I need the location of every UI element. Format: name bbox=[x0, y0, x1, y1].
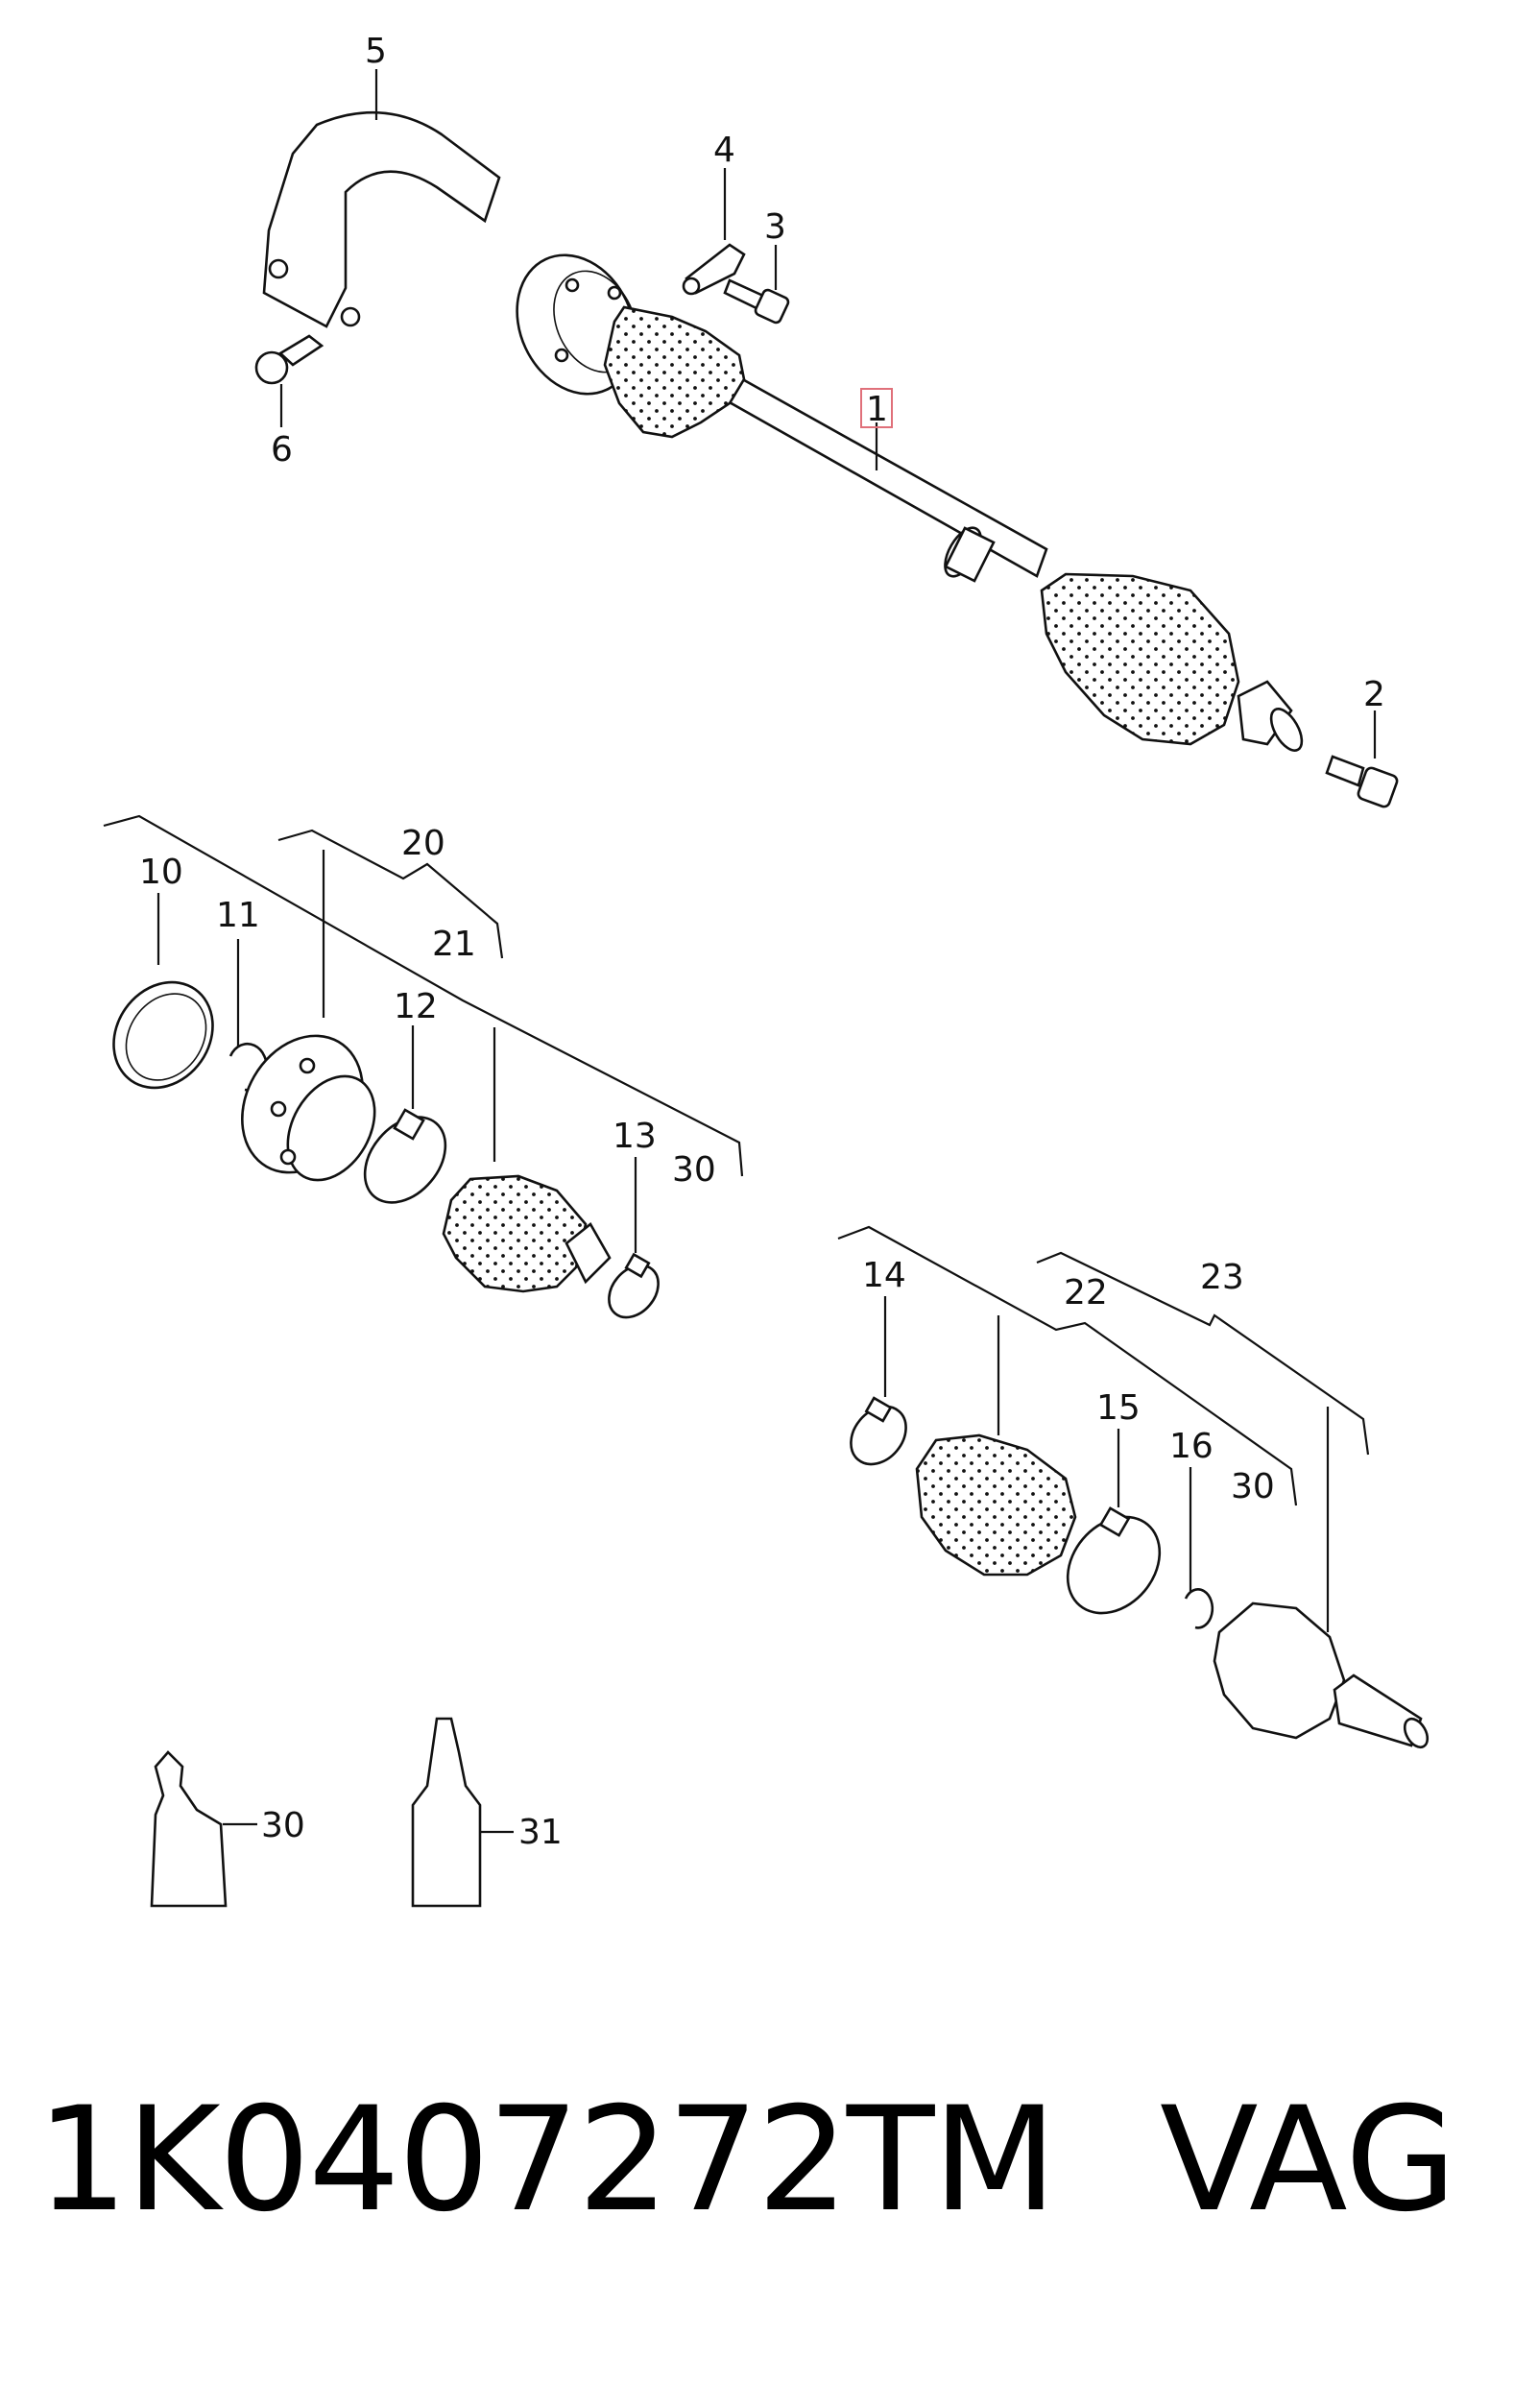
bolt-6: 6 bbox=[254, 334, 324, 470]
callout-23: 23 bbox=[1200, 1258, 1244, 1297]
drive-shaft-exploded-diagram: 1 5 6 4 3 2 20 bbox=[103, 32, 1430, 1908]
callout-6: 6 bbox=[271, 430, 293, 470]
callout-30-grease: 30 bbox=[261, 1806, 305, 1845]
outer-boot bbox=[1040, 572, 1240, 746]
callout-22: 22 bbox=[1064, 1273, 1108, 1312]
outer-boot-kit bbox=[915, 1433, 1077, 1577]
inner-boot bbox=[603, 305, 746, 439]
heat-shield: 5 bbox=[262, 32, 501, 328]
callout-3: 3 bbox=[764, 207, 786, 247]
clamp-14 bbox=[850, 1405, 907, 1466]
callout-5: 5 bbox=[365, 32, 387, 71]
seal-ring-10 bbox=[112, 980, 214, 1090]
lock-plate-4: 4 bbox=[682, 131, 746, 296]
grease-tube-30: 30 bbox=[150, 1750, 305, 1908]
callout-16: 16 bbox=[1169, 1427, 1214, 1466]
callout-2: 2 bbox=[1363, 675, 1385, 714]
clamp-15 bbox=[1066, 1515, 1162, 1615]
drive-shaft-assembly: 1 bbox=[516, 253, 1304, 752]
clamp-13 bbox=[608, 1264, 660, 1319]
shaft-collar-body bbox=[944, 526, 996, 583]
part-number: 1K0407272TM bbox=[36, 2077, 1057, 2244]
bolt-3: 3 bbox=[723, 207, 790, 325]
outer-cv-joint bbox=[1213, 1601, 1346, 1740]
clamp-12 bbox=[363, 1116, 447, 1204]
footer: 1K0407272TM VAG bbox=[36, 2079, 1477, 2271]
callout-15: 15 bbox=[1096, 1388, 1141, 1428]
callout-13: 13 bbox=[613, 1117, 657, 1156]
callout-14: 14 bbox=[862, 1256, 906, 1295]
callout-1-highlight bbox=[860, 388, 893, 428]
outer-joint-kit: 22 23 30 14 15 16 bbox=[837, 1225, 1430, 1749]
callout-30-kit-a: 30 bbox=[672, 1150, 716, 1190]
brand-name: VAG bbox=[1160, 2077, 1457, 2244]
callout-12: 12 bbox=[394, 987, 438, 1026]
sealant-bottle-31: 31 bbox=[411, 1717, 563, 1908]
callout-20: 20 bbox=[401, 824, 445, 863]
callout-30-kit-b: 30 bbox=[1231, 1467, 1275, 1506]
inner-joint-kit: 20 21 30 10 11 12 13 bbox=[103, 814, 744, 1319]
callout-21: 21 bbox=[432, 925, 476, 964]
callout-10: 10 bbox=[139, 853, 183, 892]
callout-11: 11 bbox=[216, 896, 260, 935]
callout-1: 1 bbox=[866, 390, 888, 429]
bolt-2: 2 bbox=[1325, 675, 1399, 808]
callout-31: 31 bbox=[518, 1813, 563, 1852]
inner-boot-kit bbox=[442, 1174, 588, 1293]
callout-4: 4 bbox=[713, 131, 735, 170]
circlip-16 bbox=[1184, 1588, 1214, 1629]
